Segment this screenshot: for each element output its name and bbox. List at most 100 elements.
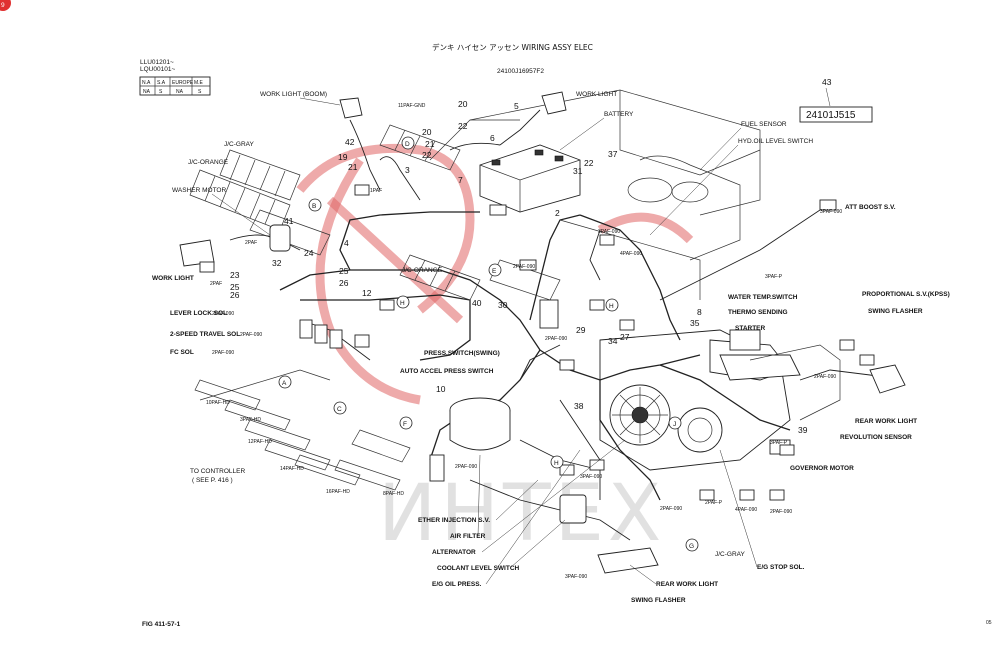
small-connectors	[199, 184, 875, 501]
ref-part-box	[799, 106, 873, 123]
connectors-a-series	[194, 369, 401, 491]
part-code: 24100J16957F2	[497, 68, 544, 75]
callout-j: J	[673, 421, 676, 428]
conn-2paf090-f: 2PAF-090	[455, 464, 477, 470]
callout-c: C	[337, 406, 342, 413]
spec-header-1: N.A	[142, 80, 151, 86]
conn-3pafp-b: 3PAF-P	[770, 440, 788, 446]
num-8: 8	[697, 307, 702, 317]
num-22b: 22	[422, 150, 432, 160]
work-light-boom	[339, 97, 363, 119]
label-auto-accel: AUTO ACCEL PRESS SWITCH	[400, 368, 494, 375]
num-25a: 25	[230, 282, 240, 292]
spec-value-4: S	[198, 89, 202, 95]
callout-h-mid: H	[400, 300, 405, 307]
conn-2paf-a: 2PAF	[245, 240, 257, 246]
callout-a: A	[282, 380, 287, 387]
num-23: 23	[230, 270, 240, 280]
jc-gray-block-top	[219, 149, 301, 201]
num-10: 10	[436, 384, 446, 394]
connector-lever-lock: 2PAF-090	[212, 311, 234, 317]
spec-header-4: M.E	[194, 80, 204, 86]
callout-h-bottom: H	[554, 460, 559, 467]
num-29: 29	[576, 325, 586, 335]
num-27: 27	[620, 332, 630, 342]
label-swing-flasher-right: SWING FLASHER	[868, 308, 923, 315]
swing-flasher-right	[869, 364, 906, 394]
num-22a: 22	[458, 121, 468, 131]
num-6: 6	[490, 133, 495, 143]
conn-3paf: 3PAF-HD	[240, 417, 261, 423]
coolant-tank	[559, 494, 587, 524]
conn-16paf: 16PAF-HD	[326, 489, 350, 495]
corner-mark: 9	[0, 0, 11, 11]
label-work-light-boom: WORK LIGHT (BOOM)	[260, 91, 327, 98]
label-rear-work-light-bottom: REAR WORK LIGHT	[656, 581, 718, 588]
label-battery: BATTERY	[604, 111, 634, 118]
diagram-title: デンキ ハイセン アッセン WIRING ASSY ELEC	[432, 42, 593, 52]
connector-codes: 10PAF-HD 3PAF-HD 12PAF-HD 14PAF-HD 16PAF…	[206, 103, 842, 580]
page-number: 05	[986, 620, 992, 626]
spec-table: N.A S.A EUROPE M.E NA S NA S	[139, 76, 211, 96]
serial-line-2: LQU00101~	[140, 66, 175, 73]
conn-3paf090-b: 3PAF-090	[580, 474, 602, 480]
num-3: 3	[405, 165, 410, 175]
rear-work-light-bottom	[597, 547, 659, 574]
spec-value-1: NA	[143, 89, 151, 95]
num-22c: 22	[584, 158, 594, 168]
connector-fc-sol: 2PAF-090	[212, 350, 234, 356]
num-31: 31	[573, 166, 583, 176]
conn-3paf090-c: 3PAF-090	[565, 574, 587, 580]
conn-10paf: 10PAF-HD	[206, 400, 230, 406]
num-32: 32	[272, 258, 282, 268]
press-switch-swing	[539, 299, 559, 329]
work-light-top	[541, 91, 567, 115]
label-press-switch-swing: PRESS.SWITCH(SWING)	[424, 350, 500, 357]
num-38: 38	[574, 401, 584, 411]
num-4: 4	[344, 238, 349, 248]
label-ether-injection: ETHER INJECTION S.V.	[418, 517, 490, 524]
washer-motor	[269, 224, 291, 252]
air-filter	[449, 397, 511, 451]
ref-part-number: 24101J515	[806, 110, 856, 121]
num-40: 40	[472, 298, 482, 308]
label-jc-orange-mid: J/C-ORANGE	[402, 267, 443, 274]
num-20b: 20	[422, 127, 432, 137]
num-5: 5	[514, 101, 519, 111]
label-jc-gray-bottom: J/C-GRAY	[715, 551, 746, 558]
conn-2paf090-e: 2PAF-090	[545, 336, 567, 342]
label-eg-oil-press: E/G OIL PRESS.	[432, 581, 482, 588]
label-rear-work-light-right: REAR WORK LIGHT	[855, 418, 917, 425]
num-21b: 21	[425, 139, 435, 149]
battery	[479, 144, 581, 213]
conn-1paf: 1PAF	[370, 188, 382, 194]
num-42: 42	[345, 137, 355, 147]
num-39: 39	[798, 425, 808, 435]
conn-3pafp: 3PAF-P	[765, 274, 783, 280]
label-see-page: ( SEE P. 416 )	[192, 477, 233, 484]
label-jc-orange-left: J/C-ORANGE	[188, 159, 229, 166]
watermark-text: ИНТЕХ	[378, 469, 665, 559]
jc-orange-block-mid	[399, 254, 481, 301]
block-d	[379, 124, 461, 171]
label-air-filter: AIR FILTER	[450, 533, 486, 540]
label-coolant-level: COOLANT LEVEL SWITCH	[437, 565, 520, 572]
label-revolution-sensor: REVOLUTION SENSOR	[840, 434, 912, 441]
label-swing-flasher-bottom: SWING FLASHER	[631, 597, 686, 604]
label-thermo-sending: THERMO SENDING	[728, 309, 788, 316]
conn-4paf090: 4PAF-090	[620, 251, 642, 257]
callout-b: B	[312, 203, 316, 210]
label-eg-stop-sol: E/G STOP SOL.	[757, 564, 805, 571]
att-boost-connector	[819, 199, 837, 211]
corner-mark-text: 9	[1, 2, 5, 9]
num-25b: 25	[339, 266, 349, 276]
conn-4paf090-b: 4PAF-090	[735, 507, 757, 513]
conn-2paf090-i: 2PAF-090	[660, 506, 682, 512]
label-alternator: ALTERNATOR	[432, 549, 476, 556]
serial-line-1: LLU01201~	[140, 59, 174, 66]
callout-d: D	[405, 141, 410, 148]
machine-frame	[429, 89, 761, 300]
reference-numbers: 2 4 5 6 8 10 12 19 20 20 21 21 22 22 22 …	[230, 99, 808, 435]
conn-12paf: 12PAF-HD	[248, 439, 272, 445]
callout-e: E	[492, 268, 497, 275]
